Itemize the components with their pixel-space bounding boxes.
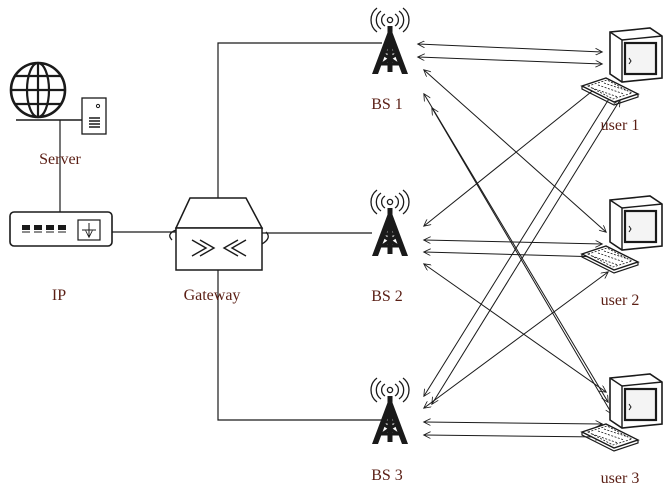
radio-tower-icon-bs3 bbox=[371, 378, 409, 444]
bs2-user1-link-a bbox=[424, 80, 606, 226]
bs3-user1-link-a bbox=[424, 94, 612, 396]
user2-label: user 2 bbox=[601, 292, 640, 309]
gateway-to-bs1-link bbox=[218, 43, 382, 198]
globe-server-icon bbox=[11, 63, 106, 134]
bs1-user2-link-a bbox=[424, 70, 606, 232]
bs1-user3-link-b bbox=[432, 108, 612, 414]
bs3-user3-link-b bbox=[424, 435, 602, 437]
radio-tower-icon-bs2 bbox=[371, 190, 409, 256]
bs1-label: BS 1 bbox=[371, 96, 403, 113]
computer-terminal-icon-user1 bbox=[582, 28, 662, 105]
computer-terminal-icon-user2 bbox=[582, 196, 662, 273]
bs3-user3-link-a bbox=[424, 422, 602, 424]
bs2-label: BS 2 bbox=[371, 288, 403, 305]
router-icon bbox=[10, 212, 112, 246]
radio-tower-icon-bs1 bbox=[371, 8, 409, 74]
ip-label: IP bbox=[52, 287, 66, 304]
computer-terminal-icon-user3 bbox=[582, 374, 662, 451]
bs3-user2-link-a bbox=[424, 272, 608, 408]
user1-label: user 1 bbox=[601, 117, 640, 134]
bs3-label: BS 3 bbox=[371, 467, 403, 484]
user3-label: user 3 bbox=[601, 470, 640, 487]
bs1-user1-link-b bbox=[418, 57, 602, 64]
gateway-to-bs3-link bbox=[218, 270, 382, 420]
server-label: Server bbox=[39, 151, 81, 168]
gateway-label: Gateway bbox=[184, 287, 241, 304]
bs1-user1-link-a bbox=[418, 44, 602, 52]
wireless-links bbox=[418, 44, 620, 437]
gateway-box-icon bbox=[170, 198, 269, 270]
